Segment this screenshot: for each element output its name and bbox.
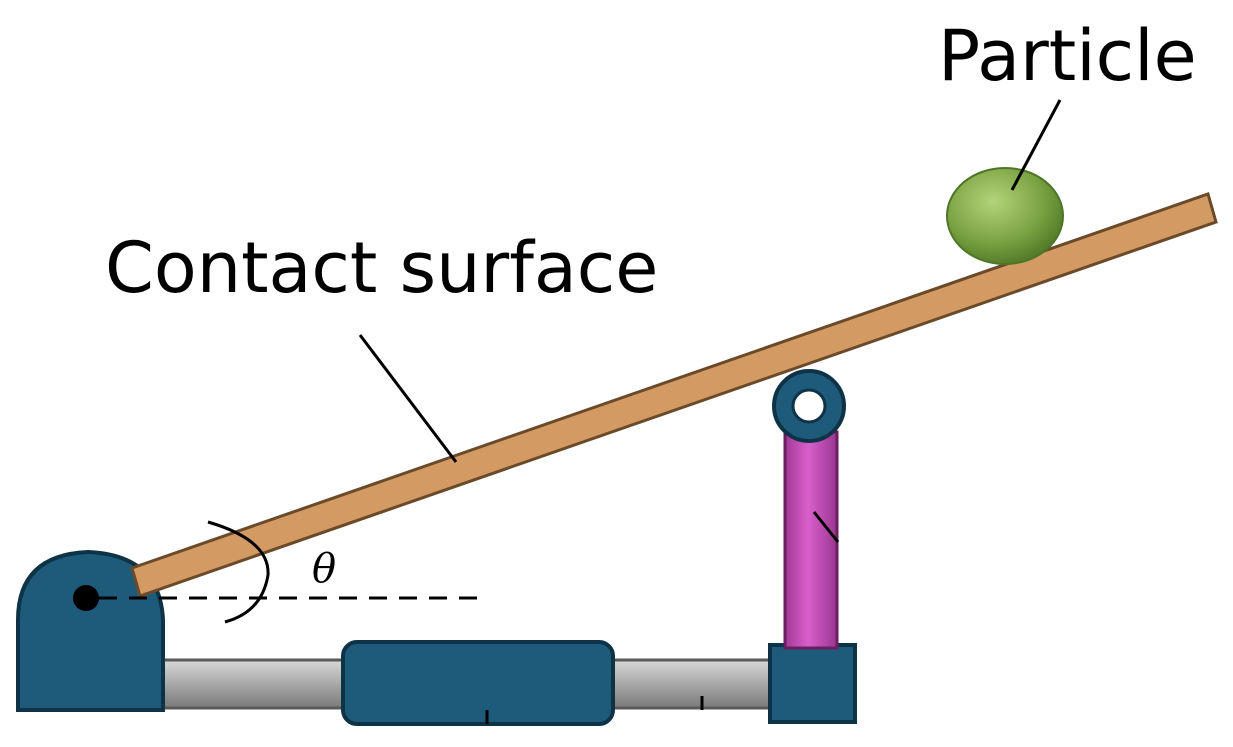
particle-leader-line bbox=[1010, 99, 1062, 191]
contact-surface-plank bbox=[130, 192, 1218, 598]
angle-theta-label: θ bbox=[312, 546, 336, 592]
particle bbox=[946, 167, 1064, 265]
slider-block bbox=[341, 640, 615, 726]
support-block bbox=[768, 643, 857, 724]
angle-arc bbox=[207, 520, 270, 624]
roller-joint-hole bbox=[791, 388, 827, 424]
pivot-pin bbox=[73, 585, 99, 611]
piston-indicator-mark bbox=[812, 511, 840, 543]
contact-surface-leader-line bbox=[358, 334, 458, 463]
particle-label: Particle bbox=[938, 15, 1197, 97]
piston-rod bbox=[783, 430, 839, 650]
contact-surface-label: Contact surface bbox=[105, 227, 658, 309]
